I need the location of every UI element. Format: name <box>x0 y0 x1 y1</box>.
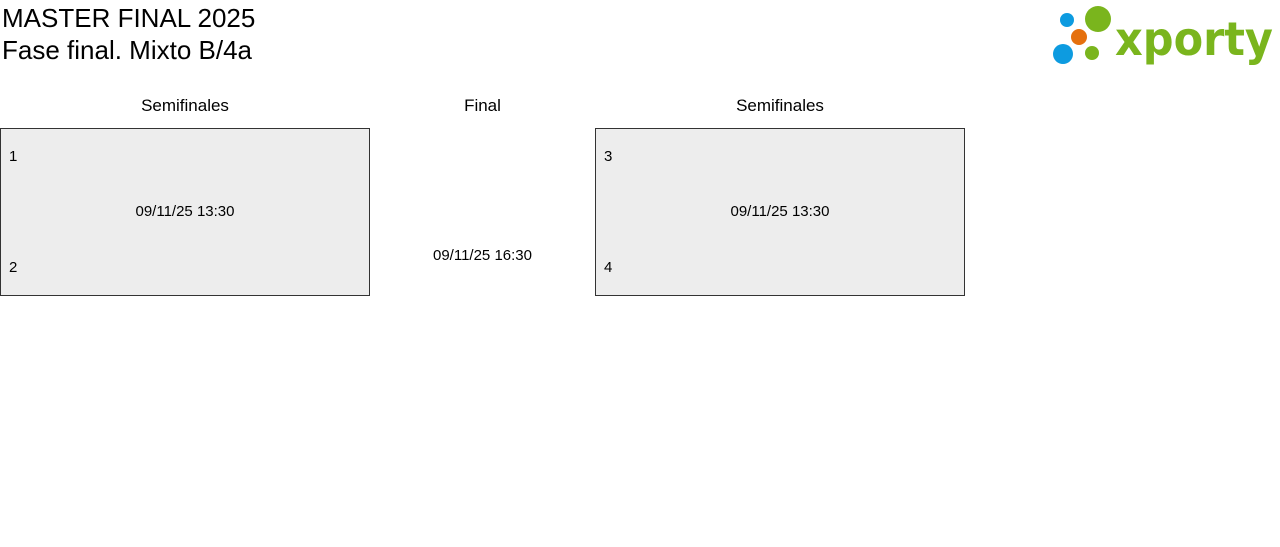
column-header-semifinales-right: Semifinales <box>736 96 824 115</box>
match-box-semifinal-1[interactable]: 1 09/11/25 13:30 2 <box>0 128 370 296</box>
logo-dot-orange <box>1071 29 1087 45</box>
xporty-logo: xporty <box>1053 6 1273 66</box>
logo-dot-blue-small <box>1060 13 1074 27</box>
column-header-semifinales-left: Semifinales <box>141 96 229 115</box>
seed-bottom: 4 <box>604 259 613 276</box>
logo-text: xporty <box>1115 12 1273 66</box>
match-box-semifinal-2[interactable]: 3 09/11/25 13:30 4 <box>595 128 965 296</box>
page-title: MASTER FINAL 2025 <box>2 3 256 33</box>
page-subtitle: Fase final. Mixto B/4a <box>2 35 252 65</box>
seed-top: 1 <box>9 148 18 165</box>
match-datetime: 09/11/25 13:30 <box>135 203 235 220</box>
logo-dot-green-small <box>1085 46 1099 60</box>
logo-dot-blue-large <box>1053 44 1073 64</box>
logo-dot-green-large <box>1085 6 1111 32</box>
final-match-datetime: 09/11/25 16:30 <box>433 247 532 264</box>
column-header-final: Final <box>464 96 501 115</box>
match-datetime: 09/11/25 13:30 <box>730 203 830 220</box>
seed-top: 3 <box>604 148 613 165</box>
seed-bottom: 2 <box>9 259 18 276</box>
